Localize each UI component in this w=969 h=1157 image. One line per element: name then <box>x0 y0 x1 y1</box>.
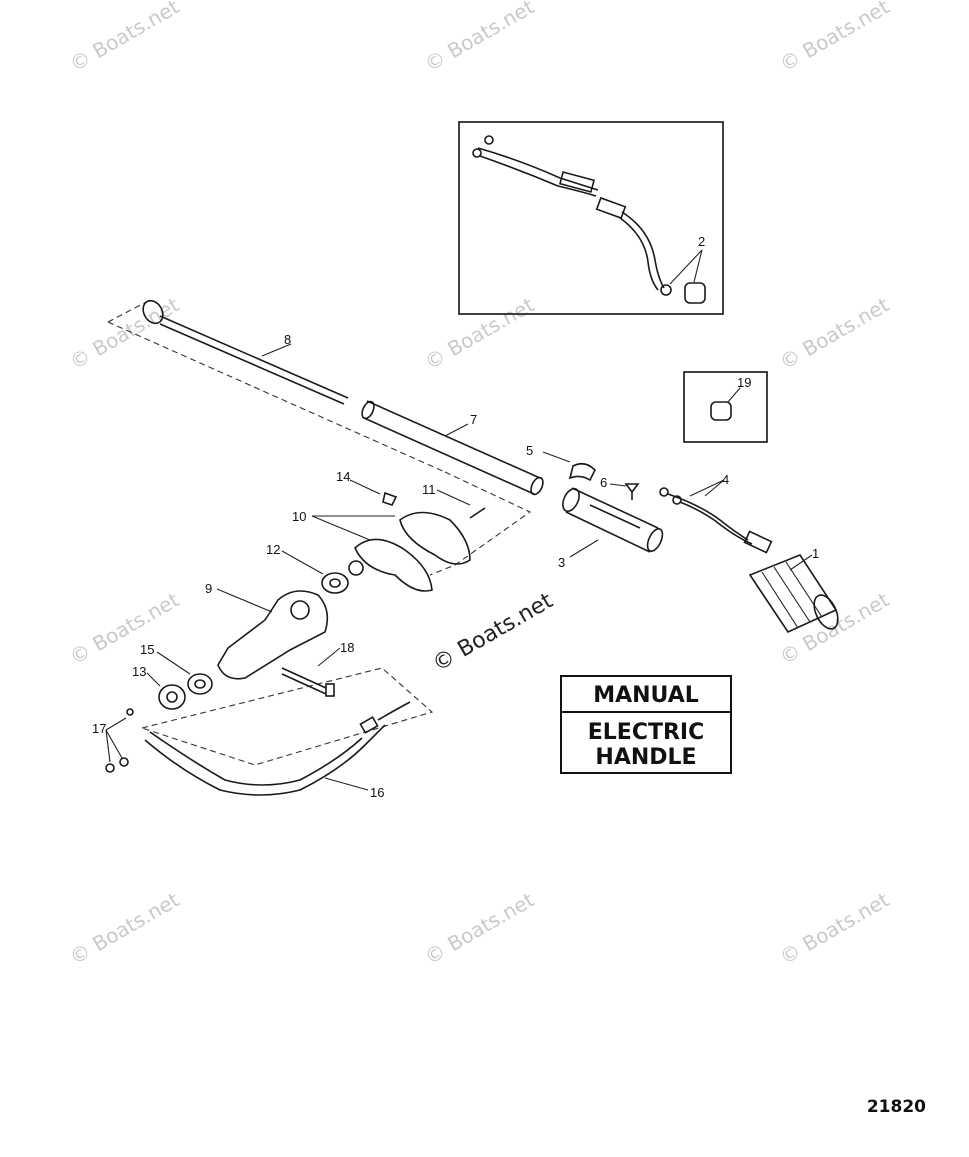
title-line-3: HANDLE <box>595 745 696 770</box>
pin <box>382 491 398 506</box>
screw <box>624 483 640 500</box>
watermark: © Boats.net <box>66 887 184 969</box>
callout-6: 6 <box>600 475 607 490</box>
bolt <box>281 667 335 697</box>
nut-13 <box>158 684 186 710</box>
watermark: © Boats.net <box>776 0 894 76</box>
clip <box>568 462 596 482</box>
cable-assembly <box>144 701 411 796</box>
figure-number: 21820 <box>867 1097 926 1117</box>
inset-bushing-box <box>683 371 768 443</box>
tube <box>361 400 544 496</box>
callout-3: 3 <box>558 555 565 570</box>
callout-9: 9 <box>205 581 212 596</box>
callout-13: 13 <box>132 664 146 679</box>
harness <box>659 487 773 554</box>
callout-2: 2 <box>698 234 705 249</box>
center-watermark: © Boats.net <box>429 588 558 677</box>
callout-16: 16 <box>370 785 384 800</box>
callouts: 1 2 3 4 5 6 7 8 9 10 11 12 13 14 15 16 1… <box>92 234 819 800</box>
cable-outline <box>141 667 434 766</box>
callout-7: 7 <box>470 412 477 427</box>
callout-5: 5 <box>526 443 533 458</box>
screw-11 <box>469 507 486 519</box>
title-line-2: ELECTRIC <box>588 720 705 745</box>
watermark: © Boats.net <box>421 292 539 374</box>
watermark: © Boats.net <box>421 887 539 969</box>
watermark: © Boats.net <box>66 587 184 669</box>
watermark: © Boats.net <box>66 0 184 76</box>
watermark: © Boats.net <box>421 0 539 76</box>
callout-12: 12 <box>266 542 280 557</box>
callout-4: 4 <box>722 472 729 487</box>
callout-17: 17 <box>92 721 106 736</box>
shift-rod <box>142 299 349 405</box>
assembly-outline <box>107 299 532 576</box>
callout-1: 1 <box>812 546 819 561</box>
grip <box>748 554 839 634</box>
inset-wiring-box <box>458 121 724 315</box>
watermark: © Boats.net <box>776 887 894 969</box>
watermark: © Boats.net <box>66 292 184 374</box>
callout-18: 18 <box>340 640 354 655</box>
watermarks: © Boats.net © Boats.net © Boats.net © Bo… <box>66 0 894 969</box>
title-line-1: MANUAL <box>593 683 699 708</box>
throttle-sleeve <box>562 487 664 553</box>
callout-10: 10 <box>292 509 306 524</box>
callout-11: 11 <box>422 482 436 497</box>
small-nuts <box>105 708 134 773</box>
title-box: MANUAL ELECTRIC HANDLE <box>560 675 732 774</box>
watermark: © Boats.net <box>776 292 894 374</box>
callout-15: 15 <box>140 642 154 657</box>
washer <box>321 572 349 594</box>
nut-15 <box>187 673 213 695</box>
handle-housing <box>348 511 471 592</box>
callout-8: 8 <box>284 332 291 347</box>
leader-lines <box>105 343 813 791</box>
tiller-bracket <box>217 590 329 680</box>
callout-14: 14 <box>336 469 350 484</box>
callout-19: 19 <box>737 375 751 390</box>
